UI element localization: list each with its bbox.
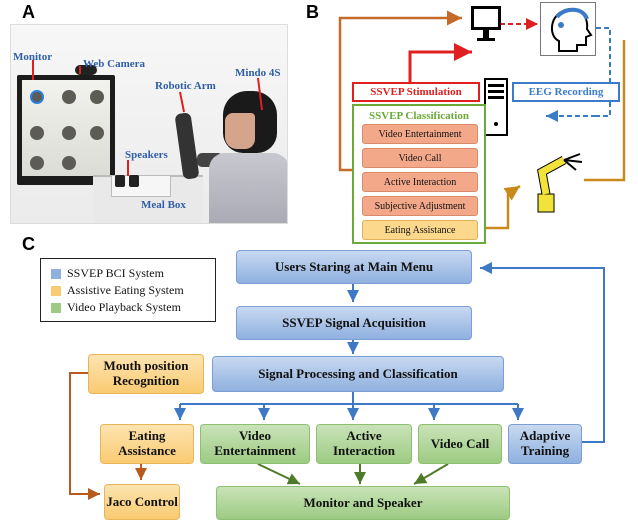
label-robotic-arm: Robotic Arm — [155, 80, 216, 92]
box-monitor-speaker: Monitor and Speaker — [216, 486, 510, 520]
monitor-icon — [470, 5, 502, 43]
legend-item-video: Video Playback System — [51, 299, 215, 316]
monitor-shape — [17, 75, 115, 185]
setup-photo: Monitor Web Camera Robotic Arm Mindo 4S … — [10, 24, 288, 224]
panel-a-pointers — [32, 60, 263, 176]
box-adaptive-training: Adaptive Training — [508, 424, 582, 464]
cls-video-call: Video Call — [362, 148, 478, 168]
head-icon — [540, 2, 596, 56]
box-eating-assistance: Eating Assistance — [100, 424, 194, 464]
label-web-camera: Web Camera — [83, 58, 146, 70]
legend-item-eating: Assistive Eating System — [51, 282, 215, 299]
box-mouth-position: Mouth position Recognition — [88, 354, 204, 394]
legend-swatch-blue — [51, 268, 61, 279]
box-active-interaction: Active Interaction — [316, 424, 412, 464]
eeg-recording-label: EEG Recording — [512, 82, 620, 102]
box-video-entertainment: Video Entertainment — [200, 424, 310, 464]
cls-video-entertainment: Video Entertainment — [362, 124, 478, 144]
label-speakers: Speakers — [125, 149, 168, 161]
box-main-menu: Users Staring at Main Menu — [236, 250, 472, 284]
label-mindo: Mindo 4S — [235, 67, 281, 79]
ssvep-stimulation-label: SSVEP Stimulation — [352, 82, 480, 102]
cls-subjective-adjustment: Subjective Adjustment — [362, 196, 478, 216]
speaker-shape — [115, 175, 125, 187]
panel-b-letter: B — [306, 2, 319, 22]
robotic-arm-icon — [524, 150, 586, 214]
panel-a-letter: A — [22, 2, 35, 22]
legend-swatch-orange — [51, 285, 61, 296]
speaker-shape-2 — [129, 175, 139, 187]
label-meal-box: Meal Box — [141, 199, 186, 211]
legend-item-bci: SSVEP BCI System — [51, 265, 215, 282]
label-monitor: Monitor — [13, 51, 53, 63]
cls-active-interaction: Active Interaction — [362, 172, 478, 192]
person-face-shape — [225, 113, 255, 149]
camera-shape — [75, 65, 97, 75]
meal-box-shape — [111, 175, 171, 197]
box-signal-processing: Signal Processing and Classification — [212, 356, 504, 392]
classification-title: SSVEP Classification — [354, 108, 484, 124]
box-video-call: Video Call — [418, 424, 502, 464]
legend-swatch-green — [51, 302, 61, 313]
person-body-shape — [209, 153, 287, 223]
box-signal-acquisition: SSVEP Signal Acquisition — [236, 306, 472, 340]
legend: SSVEP BCI System Assistive Eating System… — [40, 258, 216, 322]
ssvep-classification-group: SSVEP Classification Video Entertainment… — [352, 104, 486, 244]
box-jaco-control: Jaco Control — [104, 484, 180, 520]
panel-c-letter: C — [22, 234, 35, 254]
cls-eating-assistance: Eating Assistance — [362, 220, 478, 240]
